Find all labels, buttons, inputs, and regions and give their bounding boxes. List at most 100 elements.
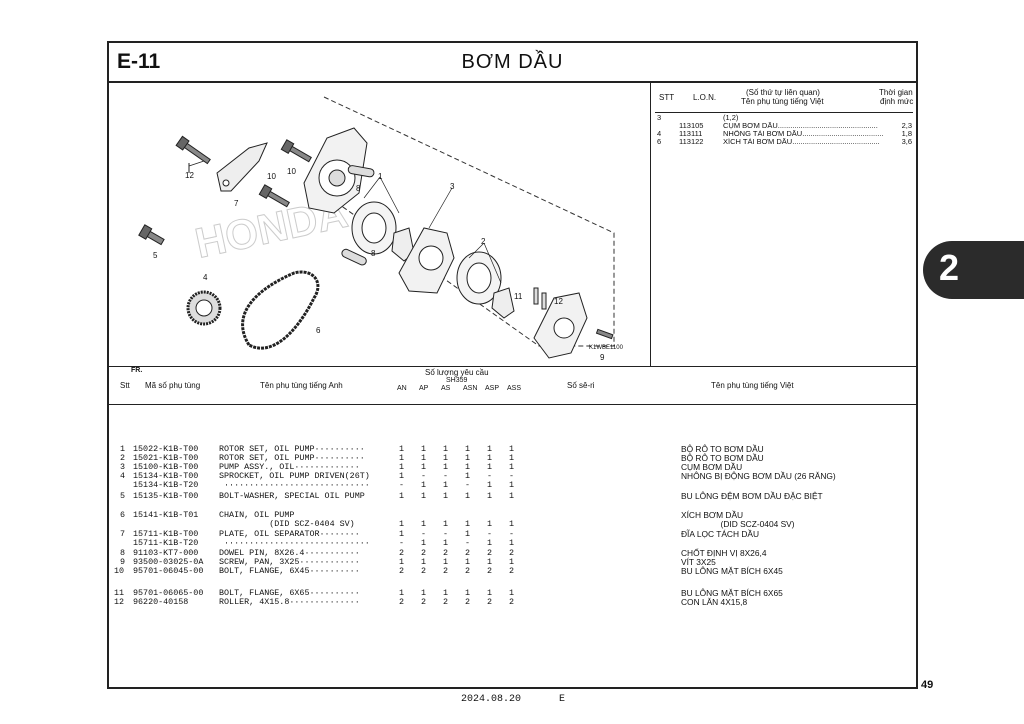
qty-cell: 1: [443, 557, 449, 567]
model-header: SH359: [446, 377, 468, 384]
qty-cell: 2: [465, 597, 471, 607]
part-code: 15021-K1B-T00: [133, 453, 199, 463]
english-name: PLATE, OIL SEPARATOR········: [219, 529, 360, 539]
labor-lon-header: L.O.N.: [693, 93, 717, 102]
qty-cell: 1: [465, 462, 471, 472]
vietnamese-name: BU LÔNG MẶT BÍCH 6X65: [681, 588, 783, 598]
qty-cell: 2: [443, 548, 449, 558]
qty-cell: 1: [399, 453, 405, 463]
serial-header: Số sê-ri: [567, 381, 595, 390]
callout-8b: 8: [371, 249, 376, 258]
qty-cell: 1: [443, 480, 449, 490]
col-ap: AP: [419, 385, 429, 392]
qty-cell: 1: [443, 491, 449, 501]
vietnamese-name: BU LÔNG MẶT BÍCH 6X45: [681, 566, 783, 576]
row-number: 3: [120, 462, 126, 472]
labor-desc-header-1: (Số thứ tự liên quan): [746, 88, 820, 97]
english-name: ROTOR SET, OIL PUMP··········: [219, 453, 365, 463]
callout-1: 1: [378, 172, 383, 181]
labor-time-header-2: định mức: [880, 97, 914, 106]
part-code: 15135-K1B-T00: [133, 491, 199, 501]
qty-header: Số lượng yêu cầu: [425, 368, 489, 377]
table-row: 2 15021-K1B-T00 ROTOR SET, OIL PUMP·······…: [109, 454, 916, 463]
labor-time-panel: STT L.O.N. (Số thứ tự liên quan) Tên phụ…: [651, 83, 916, 366]
table-row: 5 15135-K1B-T00 BOLT-WASHER, SPECIAL OIL P…: [109, 492, 916, 501]
qty-cell: -: [399, 538, 405, 548]
qty-cell: 1: [509, 444, 515, 454]
qty-cell: 1: [399, 557, 405, 567]
qty-cell: 1: [421, 444, 427, 454]
qty-cell: 2: [443, 597, 449, 607]
part-code: 91103-KT7-000: [133, 548, 199, 558]
qty-cell: 2: [509, 597, 515, 607]
qty-cell: 1: [443, 538, 449, 548]
qty-cell: 2: [465, 566, 471, 576]
vietnamese-name: NHÔNG BỊ ĐỘNG BƠM DẦU (26 RĂNG): [681, 471, 836, 481]
vietnamese-name: BỘ RÔ TO BƠM DẦU: [681, 444, 764, 454]
qty-cell: 1: [487, 519, 493, 529]
qty-cell: 2: [487, 597, 493, 607]
qty-cell: 1: [487, 444, 493, 454]
qty-cell: 1: [399, 491, 405, 501]
oil-pump-drawing: HONDA: [138, 96, 615, 359]
part-code: 93500-03025-0A: [133, 557, 204, 567]
labor-desc-header-2: Tên phụ tùng tiếng Việt: [741, 97, 824, 106]
qty-cell: 2: [509, 548, 515, 558]
callout-10a: 10: [267, 172, 276, 181]
english-name: ROLLER, 4X15.8··············: [219, 597, 360, 607]
qty-cell: -: [465, 538, 471, 548]
table-row: 15711-K1B-T20 ··························…: [109, 539, 916, 548]
qty-cell: 1: [465, 519, 471, 529]
labor-stt-header: STT: [659, 93, 675, 102]
qty-cell: -: [421, 471, 427, 481]
qty-cell: 1: [487, 491, 493, 501]
front-label: FR.: [131, 367, 143, 374]
part-code: 95701-06065-00: [133, 588, 204, 598]
qty-cell: 1: [443, 462, 449, 472]
qty-cell: 2: [421, 597, 427, 607]
row-number: 4: [120, 471, 126, 481]
labor-row: 3(1,2): [657, 113, 739, 122]
part-code: 15134-K1B-T20: [133, 480, 199, 490]
page-header: E-11 BƠM DẦU: [109, 43, 916, 83]
qty-cell: -: [443, 529, 449, 539]
qty-cell: 1: [465, 444, 471, 454]
vietnamese-name: VÍT 3X25: [681, 557, 716, 567]
callout-8a: 8: [356, 184, 361, 193]
section-tab-number: 2: [939, 247, 960, 288]
row-number: 2: [120, 453, 126, 463]
exploded-diagram: HONDA: [109, 83, 651, 374]
row-number: 8: [120, 548, 126, 558]
part-code-header: Mã số phụ tùng: [145, 381, 201, 390]
english-name: BOLT, FLANGE, 6X45··········: [219, 566, 360, 576]
part-code: 15711-K1B-T00: [133, 529, 199, 539]
english-name: SCREW, PAN, 3X25············: [219, 557, 360, 567]
qty-cell: 1: [465, 471, 471, 481]
figure-code: K1WBE1100: [589, 345, 623, 351]
callout-11: 12: [185, 171, 194, 180]
qty-cell: 1: [421, 557, 427, 567]
qty-cell: 1: [421, 480, 427, 490]
page-title: BƠM DẦU: [461, 51, 564, 73]
qty-cell: 1: [465, 557, 471, 567]
vietnamese-name: CỤM BƠM DẦU: [681, 462, 743, 472]
qty-cell: 1: [421, 538, 427, 548]
vietnamese-name: CHỐT ĐỊNH VỊ 8X26,4: [681, 548, 767, 558]
qty-cell: 1: [487, 588, 493, 598]
col-ass: ASS: [507, 385, 522, 392]
row-number: 5: [120, 491, 126, 501]
qty-cell: -: [487, 471, 493, 481]
part-code: 96220-40158: [133, 597, 189, 607]
page-frame: E-11 BƠM DẦU HONDA: [107, 41, 918, 689]
table-row: 15134-K1B-T20 ··························…: [109, 481, 916, 490]
english-name: BOLT-WASHER, SPECIAL OIL PUMP: [219, 491, 365, 501]
header-divider: [109, 404, 916, 405]
col-an: AN: [397, 385, 407, 392]
qty-cell: 1: [421, 462, 427, 472]
stt-header: Stt: [120, 381, 130, 390]
